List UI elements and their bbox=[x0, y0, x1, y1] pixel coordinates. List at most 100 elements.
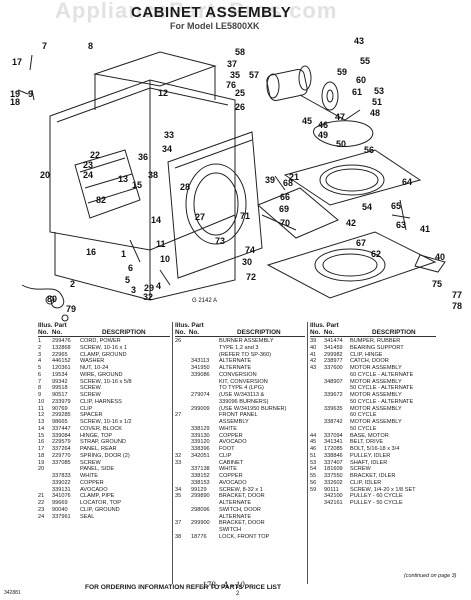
part-description: BELT, DRIVE bbox=[350, 439, 384, 446]
part-description: SCREW, 10-16 x 1/2 bbox=[80, 419, 132, 425]
callout-number: 42 bbox=[346, 218, 356, 228]
part-number: 90040 bbox=[52, 506, 68, 513]
illus-number: 18 bbox=[38, 452, 45, 459]
callout-number: 56 bbox=[364, 145, 374, 155]
illus-number: 10 bbox=[38, 398, 45, 405]
col1-header: Illus. Part No. No. DESCRIPTION bbox=[38, 322, 146, 336]
part-description: (USE W/341950 BURNER) bbox=[219, 405, 287, 412]
part-number: 343113 bbox=[191, 358, 210, 365]
callout-number: 50 bbox=[336, 139, 346, 149]
part-description: SCREW bbox=[80, 392, 101, 398]
illus-number: 12 bbox=[38, 412, 45, 419]
ordering-footer: FOR ORDERING INFORMATION REFER TO PARTS … bbox=[85, 584, 281, 591]
illus-number: 43 bbox=[310, 365, 317, 371]
door bbox=[257, 187, 339, 239]
parts-row: 50 CYCLE bbox=[310, 426, 436, 433]
part-description: CLIP, IDLER bbox=[350, 479, 382, 486]
illus-number: 54 bbox=[310, 466, 317, 473]
part-number: 229579 bbox=[52, 439, 71, 446]
part-description: COVER, BLOCK bbox=[80, 425, 122, 432]
part-description: FRONT PANEL bbox=[219, 412, 258, 419]
illus-number: 7 bbox=[38, 378, 42, 385]
part-number: 339130 bbox=[191, 432, 210, 439]
illus-number: 45 bbox=[310, 439, 317, 446]
callout-number: 46 bbox=[318, 120, 328, 130]
part-description: MOTOR ASSEMBLY bbox=[350, 405, 402, 412]
part-description: ALTERNATE bbox=[219, 500, 252, 506]
callout-number: 66 bbox=[280, 192, 290, 202]
illus-number: 2 bbox=[38, 344, 42, 351]
part-number: 339672 bbox=[324, 392, 343, 398]
callout-number: 47 bbox=[335, 112, 345, 122]
parts-row: 299009(USE W/341950 BURNER) bbox=[175, 406, 305, 413]
part-number: 19534 bbox=[52, 371, 68, 378]
callout-number: 69 bbox=[279, 204, 289, 214]
callout-number: 8 bbox=[88, 41, 93, 51]
illus-number: 9 bbox=[38, 392, 42, 398]
part-number: 337264 bbox=[52, 446, 71, 452]
part-description: BURNER ASSEMBLY bbox=[219, 338, 274, 344]
part-description: KIT, CONVERSION bbox=[219, 378, 268, 385]
part-number: 238977 bbox=[324, 358, 343, 365]
column-divider bbox=[307, 322, 308, 584]
part-description: SPACER bbox=[80, 412, 103, 419]
top-seal bbox=[319, 164, 385, 196]
part-description: BRACKET, IDLER bbox=[350, 473, 396, 479]
callout-number: 15 bbox=[132, 180, 142, 190]
part-description: SCREW bbox=[350, 466, 371, 473]
part-description: ALTERNATE bbox=[219, 513, 252, 520]
part-description: AVOCADO bbox=[219, 439, 247, 446]
page-number: 2 bbox=[236, 591, 240, 597]
part-number: 338153 bbox=[191, 479, 210, 486]
illus-number: 46 bbox=[310, 446, 317, 452]
col3-header: Illus. Part No. No. DESCRIPTION bbox=[310, 322, 416, 336]
callout-number: 60 bbox=[356, 75, 366, 85]
callout-number: 2 bbox=[70, 279, 75, 289]
part-description: PULLEY - 50 CYCLE bbox=[350, 500, 403, 506]
callout-number: 58 bbox=[235, 47, 245, 57]
illus-number: 34 bbox=[175, 486, 182, 493]
callout-number: 23 bbox=[83, 160, 93, 170]
callout-number: 30 bbox=[242, 257, 252, 267]
part-description: FOOT bbox=[219, 446, 235, 452]
illus-number: 44 bbox=[310, 432, 317, 439]
part-number: 446152 bbox=[52, 358, 71, 365]
illus-number: 16 bbox=[38, 439, 45, 446]
part-number: 337407 bbox=[324, 459, 343, 466]
callout-number: 7 bbox=[42, 41, 47, 51]
part-description: MOTOR ASSEMBLY bbox=[350, 419, 402, 425]
illus-number: 27 bbox=[175, 412, 182, 419]
callout-number: 32 bbox=[143, 292, 153, 302]
part-description: LOCATOR, TOP bbox=[80, 500, 121, 506]
col2-header: Illus. Part No. No. DESCRIPTION bbox=[175, 322, 281, 336]
parts-row: SWITCH bbox=[175, 527, 305, 534]
part-description: AVOCADO bbox=[80, 486, 108, 493]
illus-number: 5 bbox=[38, 365, 42, 371]
illus-number: 40 bbox=[310, 344, 317, 351]
part-number: 90517 bbox=[52, 392, 68, 398]
callout-number: 53 bbox=[374, 86, 384, 96]
callout-number: 12 bbox=[158, 88, 168, 98]
part-number: 90769 bbox=[52, 405, 68, 412]
illus-number: 26 bbox=[175, 338, 182, 344]
parts-row: KIT, CONVERSION bbox=[175, 379, 305, 386]
